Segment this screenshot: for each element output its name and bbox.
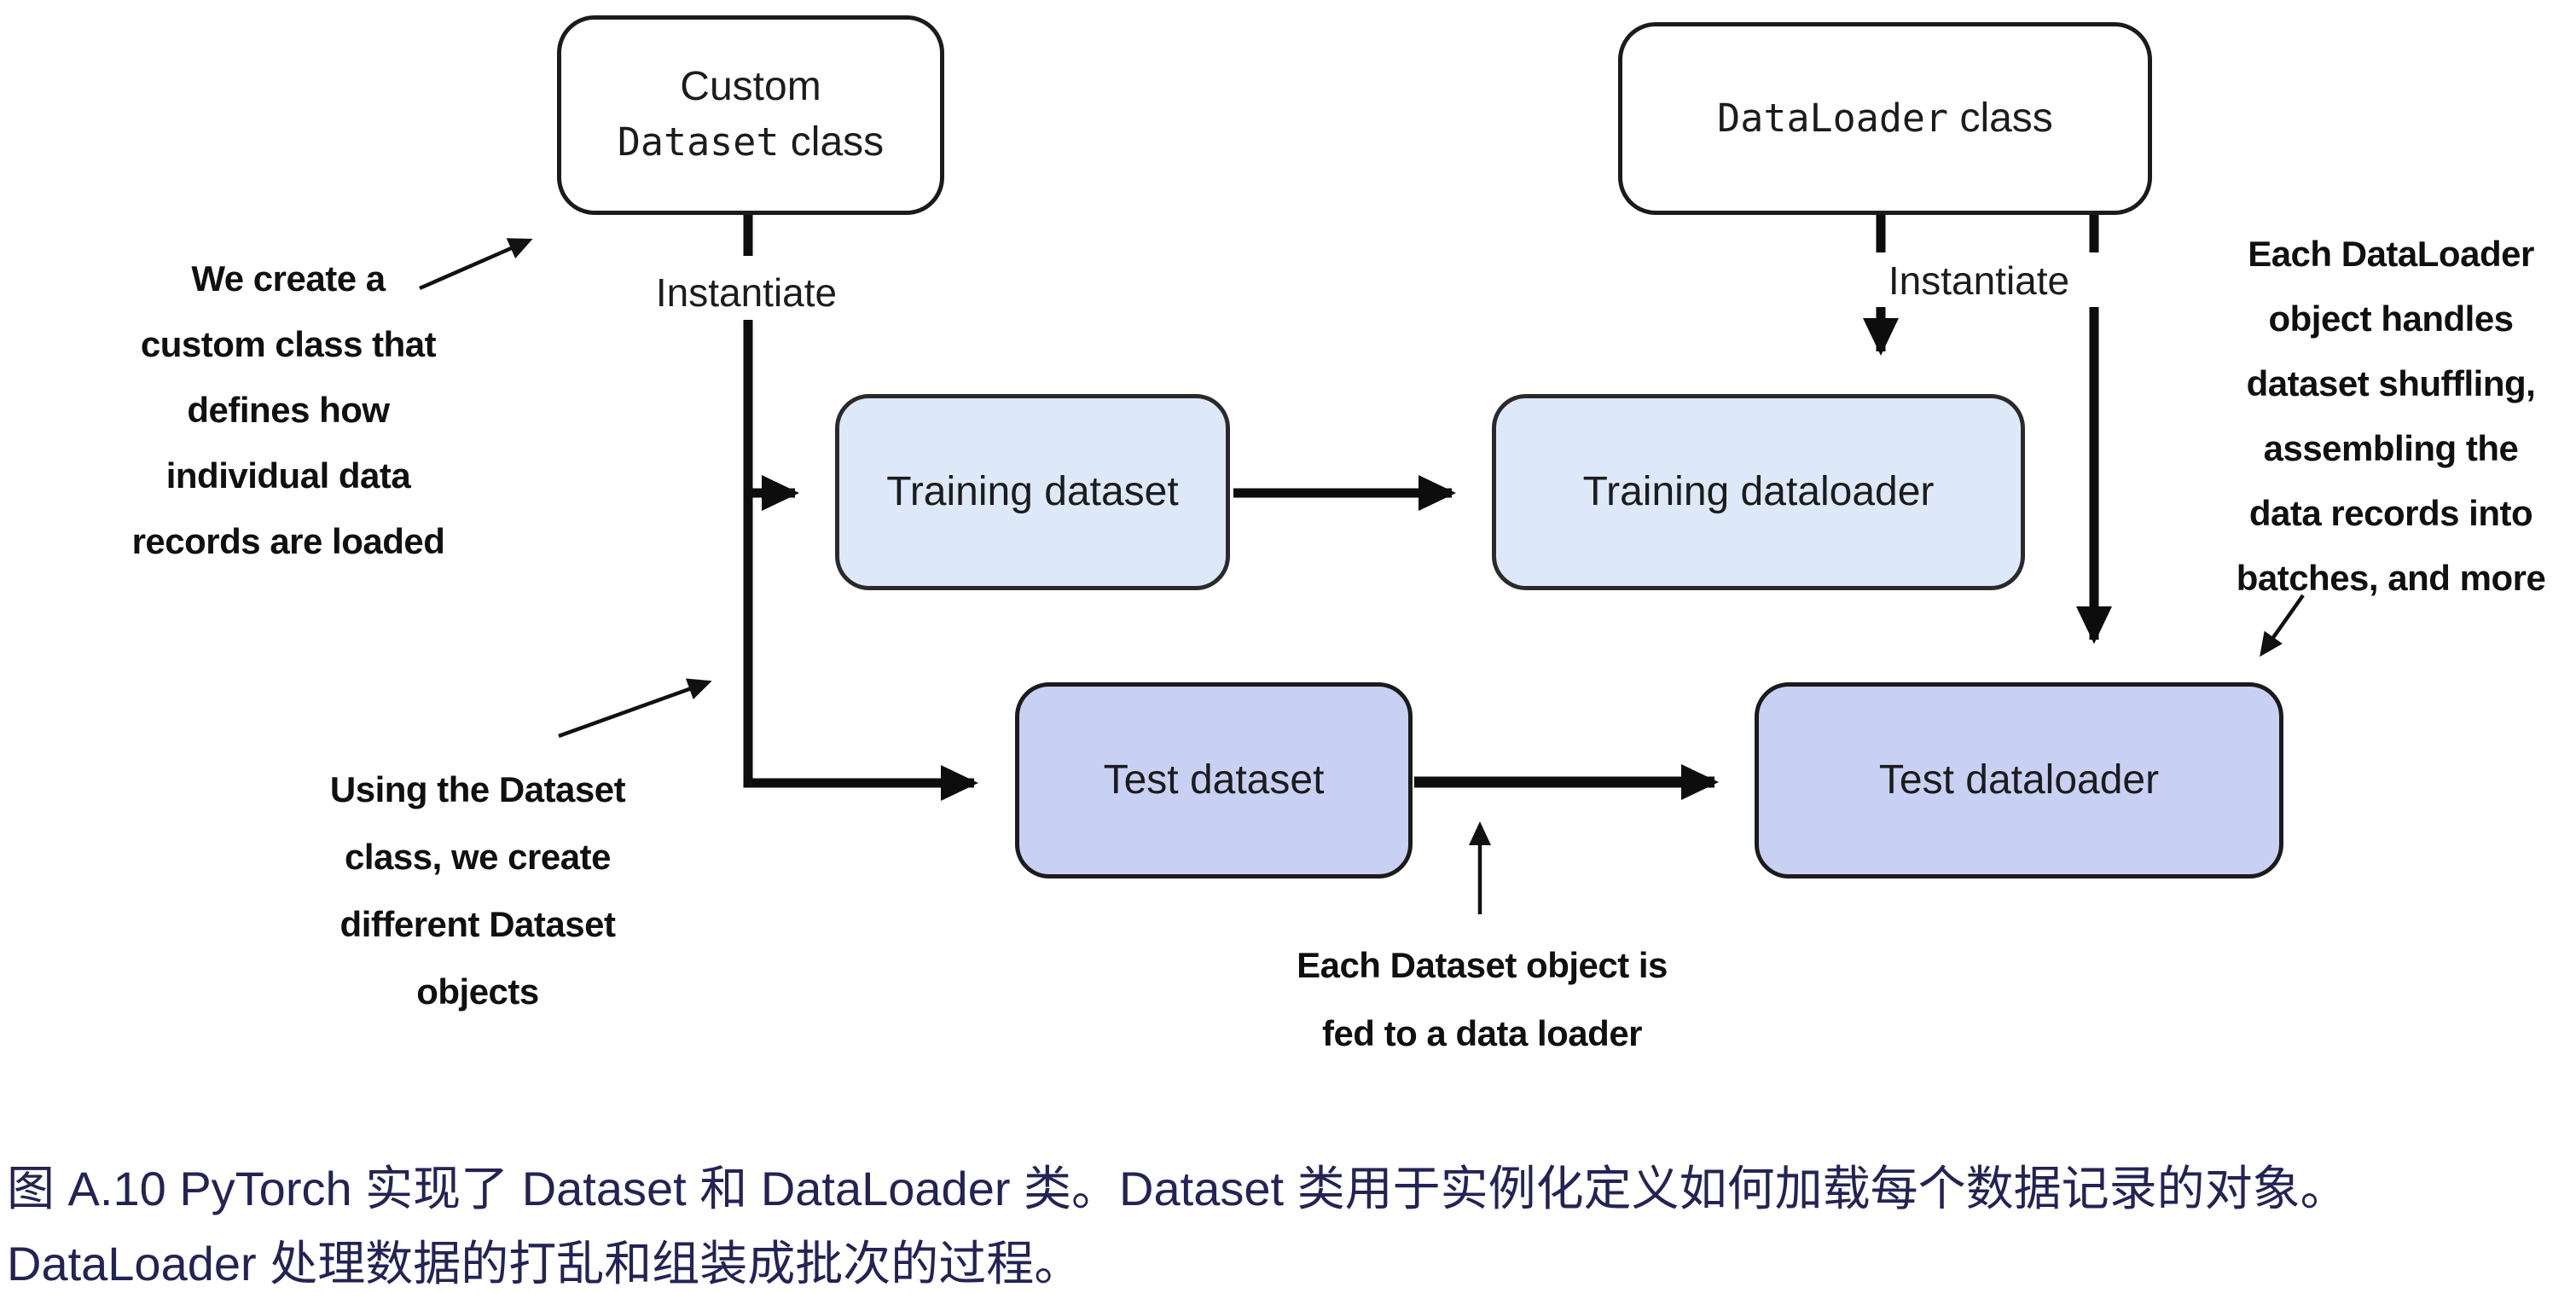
- test-dataloader-box: Test dataloader: [1755, 682, 2283, 878]
- training-dataloader-label: Training dataloader: [1582, 468, 1935, 514]
- annotation-line: assembling the: [2263, 428, 2519, 468]
- annotation-line: class, we create: [345, 837, 611, 877]
- training-dataset-label: Training dataset: [886, 468, 1179, 514]
- annotation-line: Using the Dataset: [329, 769, 626, 809]
- training-dataset-box: Training dataset: [835, 394, 1230, 590]
- annotation-line: defines how: [187, 390, 390, 430]
- test-dataset-box: Test dataset: [1015, 682, 1413, 878]
- annotation-line: custom class that: [140, 324, 437, 364]
- annotation-dataloader-duties: Each DataLoader object handles dataset s…: [2216, 222, 2566, 611]
- pointer-create-custom-class-arrow: [419, 238, 533, 291]
- annotation-line: individual data: [165, 455, 411, 496]
- class-word: class: [779, 119, 885, 165]
- annotation-line: batches, and more: [2236, 558, 2546, 598]
- pointer-dataloader-duties-arrow: [2260, 594, 2305, 658]
- annotation-using-dataset-class: Using the Dataset class, we create diffe…: [299, 756, 657, 1025]
- edge-custom-to-test-dataset: [743, 320, 978, 801]
- annotation-line: different Dataset: [339, 904, 616, 944]
- annotation-line: object handles: [2268, 299, 2514, 339]
- dataloader-class-box: DataLoader class: [1618, 22, 2152, 215]
- dataloader-class-label: DataLoader class: [1717, 91, 2053, 147]
- pointer-using-dataset-class-arrow: [558, 678, 712, 739]
- annotation-dataset-fed-to-loader: Each Dataset object is fed to a data loa…: [1262, 931, 1702, 1068]
- figure-caption-line-2: DataLoader 处理数据的打乱和组装成批次的过程。: [7, 1237, 1082, 1290]
- training-dataloader-box: Training dataloader: [1492, 394, 2025, 590]
- annotation-line: We create a: [191, 258, 386, 299]
- class-word: class: [1948, 95, 2053, 141]
- figure-caption: 图 A.10 PyTorch 实现了 Dataset 和 DataLoader …: [7, 1151, 2549, 1293]
- annotation-line: Each Dataset object is: [1297, 945, 1668, 985]
- dataset-code-text: Dataset: [617, 119, 780, 165]
- custom-dataset-class-box: Custom Dataset class: [557, 15, 944, 215]
- instantiate-label-right: Instantiate: [1888, 258, 2070, 303]
- figure-caption-line-1: 图 A.10 PyTorch 实现了 Dataset 和 DataLoader …: [7, 1162, 2348, 1215]
- annotation-line: dataset shuffling,: [2246, 363, 2536, 403]
- test-dataloader-label: Test dataloader: [1878, 757, 2160, 803]
- custom-dataset-class-label: Custom Dataset class: [618, 60, 884, 171]
- custom-word: Custom: [680, 64, 821, 110]
- instantiate-label-left: Instantiate: [655, 270, 838, 315]
- annotation-line: fed to a data loader: [1321, 1013, 1643, 1053]
- dataset-class-line: Dataset class: [618, 115, 884, 171]
- dataloader-code-text: DataLoader: [1717, 95, 1949, 141]
- annotation-line: objects: [416, 971, 539, 1012]
- test-dataset-label: Test dataset: [1103, 757, 1325, 803]
- annotation-line: data records into: [2248, 493, 2533, 533]
- annotation-line: records are loaded: [131, 521, 445, 561]
- annotation-line: Each DataLoader: [2248, 234, 2534, 274]
- annotation-create-custom-class: We create a custom class that defines ho…: [109, 246, 467, 574]
